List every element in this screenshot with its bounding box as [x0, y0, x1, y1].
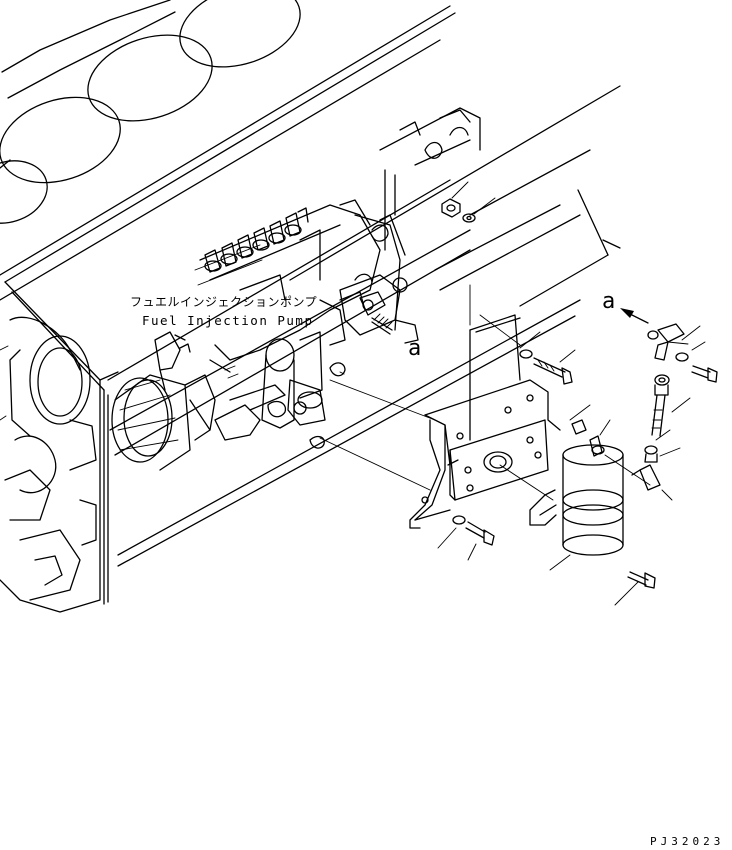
fuel-injection-pump: [111, 199, 381, 471]
delivery-valves: [194, 207, 309, 286]
bracket-bolts: [437, 331, 576, 561]
linkage-rod: [631, 323, 718, 501]
view-reference-arrow-label: a: [602, 289, 615, 314]
view-reference-label: a: [408, 336, 421, 361]
assembly-leader-lines: [319, 371, 651, 501]
mounting-bracket: [409, 314, 561, 529]
part-name-english: Fuel Injection Pump: [142, 313, 314, 328]
view-arrow-a: [620, 308, 649, 324]
fuel-cut-solenoid: [529, 404, 656, 606]
pump-bracket: [309, 214, 419, 449]
drawing-code: PJ32023: [650, 835, 724, 848]
part-name-japanese: フュエルインジェクションポンプ: [130, 295, 317, 309]
engine-block: [0, 0, 621, 613]
fasteners-top: [371, 181, 496, 335]
